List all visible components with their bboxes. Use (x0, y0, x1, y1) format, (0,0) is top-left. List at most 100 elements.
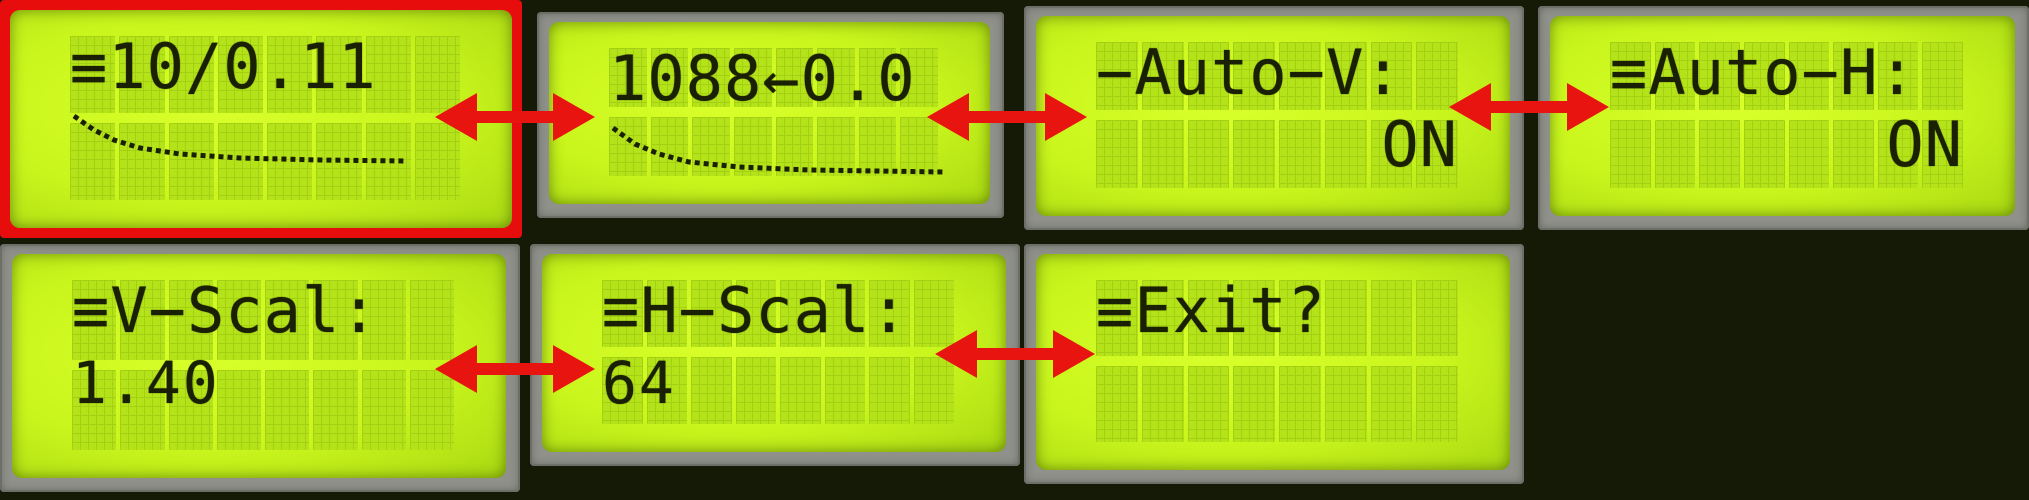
char-cell (1788, 42, 1830, 110)
char-cell (168, 36, 214, 113)
char-cell (692, 48, 730, 107)
char-cell (414, 123, 460, 200)
lcd-line-2: 64 (602, 349, 676, 417)
lcd-line-1: ≡Exit? (1096, 274, 1326, 347)
char-cell (72, 280, 117, 360)
char-cell (913, 357, 954, 424)
char-cell (72, 370, 117, 450)
lcd-line-1: ≡H−Scal: (602, 274, 909, 347)
char-cell (602, 280, 643, 347)
lcd-line-2: 1.40 (72, 349, 220, 417)
char-cells (70, 36, 460, 200)
char-cell (409, 370, 454, 450)
double-arrow-icon (935, 330, 1095, 378)
double-arrow-icon (927, 93, 1087, 141)
char-cells (72, 280, 454, 450)
char-cell (1743, 120, 1785, 188)
char-cell (1279, 42, 1321, 110)
char-cell (869, 280, 910, 347)
char-cell (1141, 120, 1184, 188)
char-cell (646, 357, 687, 424)
char-cells (1610, 42, 1963, 188)
char-cell (858, 48, 897, 107)
char-cell (858, 117, 897, 176)
char-cell (1187, 120, 1230, 188)
char-cells (1096, 280, 1458, 442)
char-cell (120, 280, 165, 360)
char-cell (1416, 280, 1458, 356)
char-cell (609, 48, 647, 107)
char-cell (1096, 280, 1138, 356)
char-cell (650, 117, 689, 176)
char-cell (1187, 280, 1230, 356)
char-cell (1610, 42, 1651, 110)
char-cell (1922, 120, 1963, 188)
char-cell (1370, 366, 1413, 442)
char-cell (1788, 120, 1830, 188)
char-cell (1370, 120, 1413, 188)
char-cell (216, 370, 261, 450)
char-cell (900, 117, 938, 176)
char-cell (817, 48, 855, 107)
char-cell (267, 36, 313, 113)
char-cell (780, 357, 821, 424)
char-cell (1416, 120, 1458, 188)
char-cell (824, 280, 865, 347)
lcd-screen-7: ≡Exit? (1024, 244, 1524, 484)
char-cell (1141, 42, 1184, 110)
char-cell (119, 123, 165, 200)
char-cell (1833, 42, 1874, 110)
char-cell (733, 48, 772, 107)
char-cell (313, 280, 358, 360)
char-cells (1096, 42, 1458, 188)
lcd-line-2: ON (1886, 108, 1963, 181)
char-cell (1324, 120, 1367, 188)
char-cell (1279, 280, 1321, 356)
char-cell (217, 123, 263, 200)
char-cell (1654, 42, 1696, 110)
char-cell (735, 280, 776, 347)
char-cell (900, 48, 938, 107)
char-cell (265, 370, 310, 450)
char-cell (168, 123, 214, 200)
char-cell (1187, 42, 1230, 110)
lcd-display: ≡10/0.11 (10, 10, 512, 228)
lcd-display: −Auto−V: ON (1036, 16, 1510, 216)
lcd-screen-4: ≡Auto−H: ON (1538, 6, 2029, 230)
char-cell (1654, 120, 1696, 188)
double-arrow-icon (435, 93, 595, 141)
char-cell (691, 280, 732, 347)
char-cell (216, 280, 261, 360)
char-cell (70, 36, 116, 113)
char-cell (817, 117, 855, 176)
lcd-line-1: ≡10/0.11 (70, 30, 377, 103)
lcd-line-1: ≡Auto−H: (1610, 36, 1917, 109)
char-cell (1324, 42, 1367, 110)
char-cell (824, 357, 865, 424)
char-cell (650, 48, 689, 107)
char-cell (1743, 42, 1785, 110)
lcd-line-1: 1088←0.0 (609, 42, 916, 115)
char-cell (1922, 42, 1963, 110)
char-cell (1699, 42, 1740, 110)
char-cell (361, 280, 406, 360)
lcd-screen-1: ≡10/0.11 (0, 0, 522, 238)
char-cell (691, 357, 732, 424)
char-cell (267, 123, 313, 200)
lcd-display: 1088←0.0 (549, 22, 990, 204)
char-cell (1324, 280, 1367, 356)
lcd-screen-5: ≡V−Scal: 1.40 (0, 244, 520, 492)
char-cell (168, 280, 213, 360)
char-cell (1096, 366, 1138, 442)
char-cell (1699, 120, 1740, 188)
char-cell (1416, 366, 1458, 442)
char-cell (1877, 42, 1919, 110)
char-cell (217, 36, 263, 113)
char-cell (361, 370, 406, 450)
char-cell (365, 36, 411, 113)
char-cell (1370, 42, 1413, 110)
char-cell (316, 36, 362, 113)
lcd-display: ≡Auto−H: ON (1550, 16, 2015, 216)
char-cell (1877, 120, 1919, 188)
char-cell (1233, 120, 1275, 188)
